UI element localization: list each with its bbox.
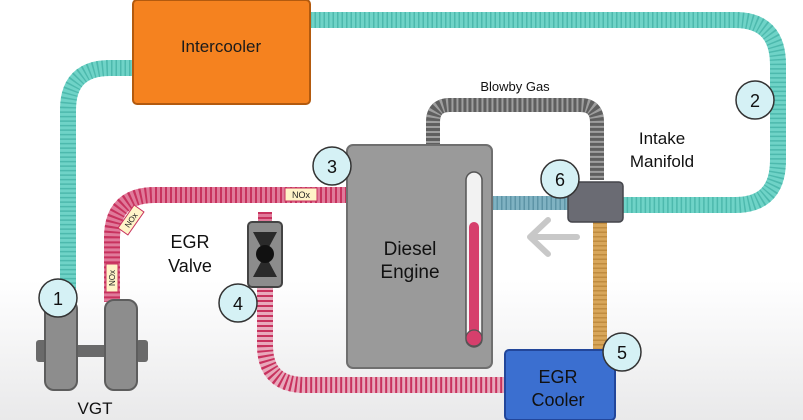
marker-5: 5	[602, 332, 642, 372]
intercooler: Intercooler	[132, 0, 311, 105]
egr-valve: EGR Valve	[168, 221, 283, 288]
vgt-turbo: VGT	[36, 299, 148, 418]
egr-cooler-label-line1: EGR	[538, 367, 577, 387]
intake-manifold-label-line2: Manifold	[630, 152, 694, 171]
intercooler-label: Intercooler	[181, 37, 262, 56]
svg-text:6: 6	[555, 170, 565, 190]
svg-text:4: 4	[233, 294, 243, 314]
diesel-engine: Diesel Engine	[346, 144, 493, 369]
thermometer-icon	[465, 171, 483, 348]
marker-1: 1	[38, 278, 78, 318]
egr-cooler: EGR Cooler	[504, 349, 616, 420]
marker-3: 3	[312, 146, 352, 186]
engine-label-line2: Engine	[380, 262, 439, 283]
egr-valve-label-line1: EGR	[170, 232, 209, 252]
svg-text:NOx: NOx	[108, 270, 117, 286]
engine-label-line1: Diesel	[384, 239, 437, 260]
nox-tag-side: NOx	[105, 263, 119, 293]
vgt-label: VGT	[78, 399, 113, 418]
intake-manifold-label-line1: Intake	[639, 129, 685, 148]
svg-text:NOx: NOx	[292, 190, 311, 200]
egr-cooler-label-line2: Cooler	[531, 390, 584, 410]
left-arrow-icon	[527, 217, 580, 257]
blowby-gas-label: Blowby Gas	[480, 79, 550, 94]
egr-valve-label-line2: Valve	[168, 256, 212, 276]
marker-6: 6	[540, 159, 580, 199]
blowby-pipe	[426, 98, 604, 180]
intake-manifold: Intake Manifold	[567, 129, 694, 223]
nox-tag-top: NOx	[284, 187, 318, 202]
fresh-air-pipe	[60, 11, 786, 295]
svg-text:2: 2	[750, 91, 760, 111]
svg-text:5: 5	[617, 343, 627, 363]
svg-text:3: 3	[327, 157, 337, 177]
svg-text:1: 1	[53, 289, 63, 309]
valve-icon	[253, 232, 277, 277]
marker-2: 2	[735, 80, 775, 120]
marker-4: 4	[218, 283, 258, 323]
